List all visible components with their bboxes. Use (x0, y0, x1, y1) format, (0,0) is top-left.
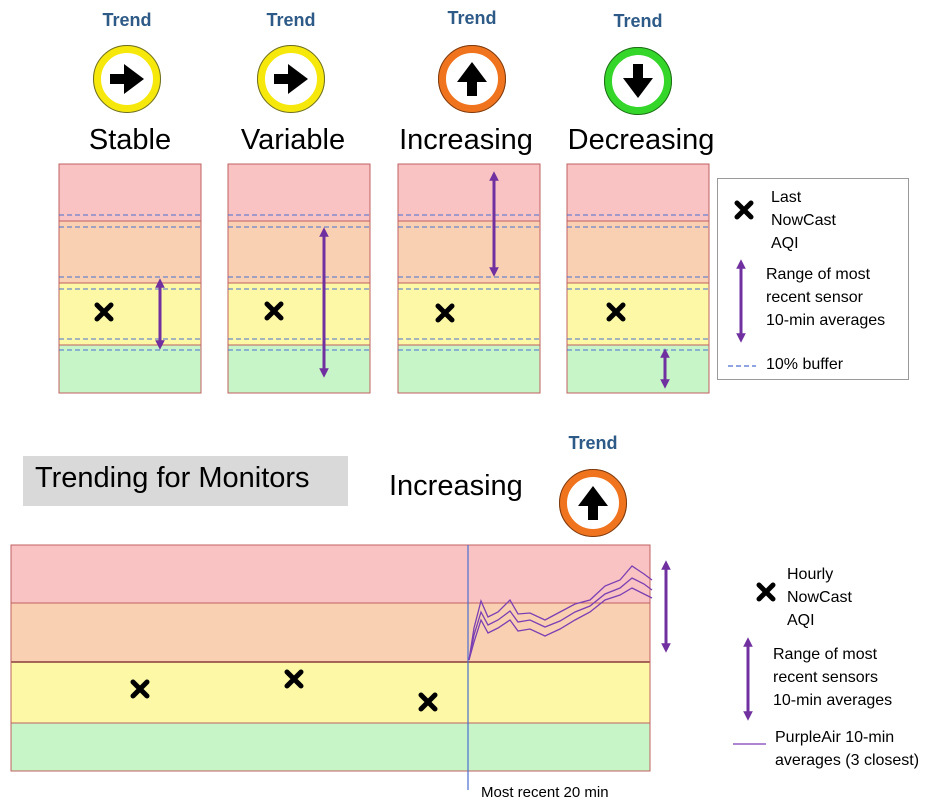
legend-line: NowCast (771, 212, 836, 229)
category-label-increasing: Increasing (399, 124, 533, 156)
top-legend-range-text: Range of most recent sensor 10-min avera… (766, 263, 885, 332)
x-marker-icon (418, 692, 438, 712)
legend-line: PurpleAir 10-min (775, 729, 895, 746)
monitor-category-label: Increasing (389, 470, 523, 502)
purpleair-lines (468, 565, 653, 661)
trend-badge-variable (257, 45, 325, 113)
legend-line: averages (3 closest) (775, 752, 920, 769)
category-label-variable: Variable (240, 124, 346, 156)
trend-badge-stable (93, 45, 161, 113)
monitor-section-title: Trending for Monitors (23, 456, 348, 506)
nowcast-markers-monitor (130, 669, 438, 712)
top-legend-marker-text: Last NowCast AQI (771, 186, 836, 255)
legend-line: 10-min averages (766, 312, 886, 329)
legend-line: 10-min averages (773, 692, 893, 709)
panel-increasing-bands (397, 163, 541, 394)
top-legend-icons (728, 200, 756, 367)
x-marker-icon (734, 200, 754, 220)
top-legend (717, 178, 909, 380)
purpleair-series-1 (468, 565, 653, 661)
trend-title-decreasing: Trend (613, 11, 663, 31)
legend-line: AQI (771, 235, 799, 252)
category-label-decreasing: Decreasing (567, 124, 715, 156)
legend-line: NowCast (787, 589, 852, 606)
monitor-bands (10, 544, 651, 772)
down-arrow-icon (623, 64, 653, 98)
legend-line: recent sensors (773, 669, 878, 686)
x-marker-icon (284, 669, 304, 689)
trend-title-increasing: Trend (447, 8, 497, 28)
trend-title-variable: Trend (266, 10, 316, 30)
monitor-trend-title: Trend (568, 433, 618, 453)
recent-window-label: Most recent 20 min (481, 784, 609, 801)
x-marker-icon (435, 303, 455, 323)
x-marker-icon (606, 302, 626, 322)
bottom-legend-icons (733, 582, 776, 745)
range-arrows-top (155, 171, 670, 389)
legend-line: AQI (787, 612, 815, 629)
x-marker-icon (94, 302, 114, 322)
purpleair-series-3 (468, 587, 653, 661)
legend-line: Range of most (773, 646, 878, 663)
monitor-trend-badge (559, 469, 627, 537)
bottom-legend-range-text: Range of most recent sensors 10-min aver… (773, 643, 892, 712)
legend-line: Range of most (766, 266, 871, 283)
right-arrow-icon (274, 64, 308, 94)
up-arrow-icon (578, 486, 608, 520)
right-arrow-icon (110, 64, 144, 94)
x-marker-icon (756, 582, 776, 602)
trend-title-stable: Trend (102, 10, 152, 30)
up-arrow-icon (457, 62, 487, 96)
purpleair-series-2 (468, 577, 653, 661)
panel-stable-bands (58, 163, 202, 394)
legend-line: recent sensor (766, 289, 863, 306)
bottom-legend-purpleair-text: PurpleAir 10-min averages (3 closest) (775, 726, 919, 772)
x-marker-icon (264, 301, 284, 321)
legend-line: Last (771, 189, 802, 206)
x-marker-icon (130, 679, 150, 699)
trend-badge-increasing (438, 45, 506, 113)
top-legend-buffer-text: 10% buffer (766, 356, 844, 373)
legend-line: Hourly (787, 566, 834, 583)
panel-variable-bands (227, 163, 371, 394)
category-label-stable: Stable (88, 124, 172, 156)
nowcast-markers-top (94, 301, 626, 323)
panel-decreasing-bands (566, 163, 710, 394)
trend-badge-decreasing (604, 47, 672, 115)
bottom-legend-marker-text: Hourly NowCast AQI (787, 563, 852, 632)
